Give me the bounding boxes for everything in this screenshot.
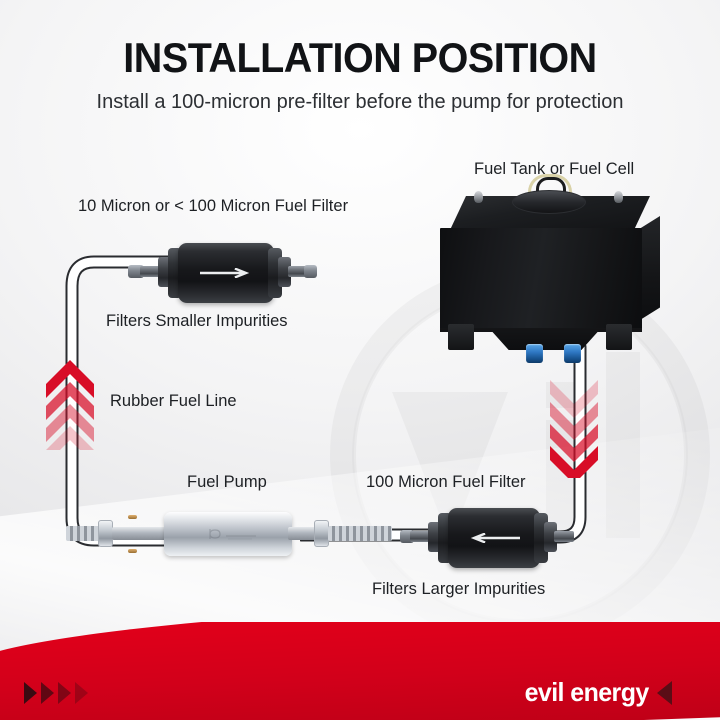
filter-outlet-stem xyxy=(288,266,310,277)
label-filters-smaller: Filters Smaller Impurities xyxy=(106,312,288,330)
label-pre-filter: 100 Micron Fuel Filter xyxy=(366,473,526,491)
pump-inlet-nut xyxy=(98,520,113,547)
tank-bolt-left xyxy=(474,191,483,203)
pump-terminal-negative xyxy=(128,549,137,553)
label-post-filter: 10 Micron or < 100 Micron Fuel Filter xyxy=(78,197,349,215)
pump-inlet-shaft xyxy=(112,527,168,540)
pump-inlet-barb xyxy=(66,526,100,541)
fuel-pump xyxy=(66,505,396,563)
tank-outlet-fitting-left xyxy=(526,344,543,363)
tank-sending-unit xyxy=(512,190,586,214)
footer-arrow-3 xyxy=(58,682,71,704)
pump-housing xyxy=(164,512,292,556)
prefilter-inlet-nut xyxy=(544,522,557,552)
pump-outlet-nut xyxy=(314,520,329,547)
filter-inlet-nut xyxy=(158,257,171,287)
post-filter-assembly xyxy=(128,238,317,310)
tank-bolt-right xyxy=(614,191,623,203)
prefilter-outlet-stem xyxy=(410,531,434,542)
label-rubber-fuel-line: Rubber Fuel Line xyxy=(110,392,237,410)
tank-outlet-fitting-right xyxy=(564,344,581,363)
footer-arrow-2 xyxy=(41,682,54,704)
footer-bar: evil energy xyxy=(0,622,720,720)
flow-direction-arrow-right xyxy=(200,268,250,278)
filter-outlet-tip xyxy=(304,265,317,278)
brand-logo: evil energy xyxy=(522,677,672,708)
label-filters-larger: Filters Larger Impurities xyxy=(372,580,546,598)
tank-front-panel xyxy=(440,228,642,332)
brand-arrow-icon xyxy=(657,680,672,705)
tank-mount-foot-left xyxy=(448,324,474,350)
page-title: INSTALLATION POSITION xyxy=(123,34,597,81)
tank-side-panel xyxy=(640,216,660,320)
prefilter-outlet-nut xyxy=(428,522,441,552)
footer-arrow-1 xyxy=(24,682,37,704)
filter-inlet-stem xyxy=(140,266,166,277)
label-fuel-pump: Fuel Pump xyxy=(187,473,267,491)
tank-sender-wire-outer xyxy=(528,174,572,199)
footer-arrow-4 xyxy=(75,682,88,704)
tank-sender-wire-inner xyxy=(536,177,566,198)
footer-arrow-group xyxy=(24,682,88,704)
prefilter-inlet-stem xyxy=(554,531,574,542)
filter-outlet-nut xyxy=(278,257,291,287)
pump-outlet-barb xyxy=(328,526,392,541)
flow-direction-arrow-left xyxy=(470,533,520,543)
flow-arrows-up xyxy=(46,360,94,450)
fuel-tank xyxy=(440,174,660,363)
pump-terminal-positive xyxy=(128,515,137,519)
pump-brand-logo xyxy=(209,529,256,540)
brand-name: evil energy xyxy=(524,677,649,707)
label-fuel-tank: Fuel Tank or Fuel Cell xyxy=(474,160,635,178)
flow-arrows-down xyxy=(550,380,598,478)
page-subtitle: Install a 100-micron pre-filter before t… xyxy=(96,91,624,113)
pre-filter-assembly xyxy=(400,503,576,575)
tank-mount-foot-right xyxy=(606,324,632,350)
